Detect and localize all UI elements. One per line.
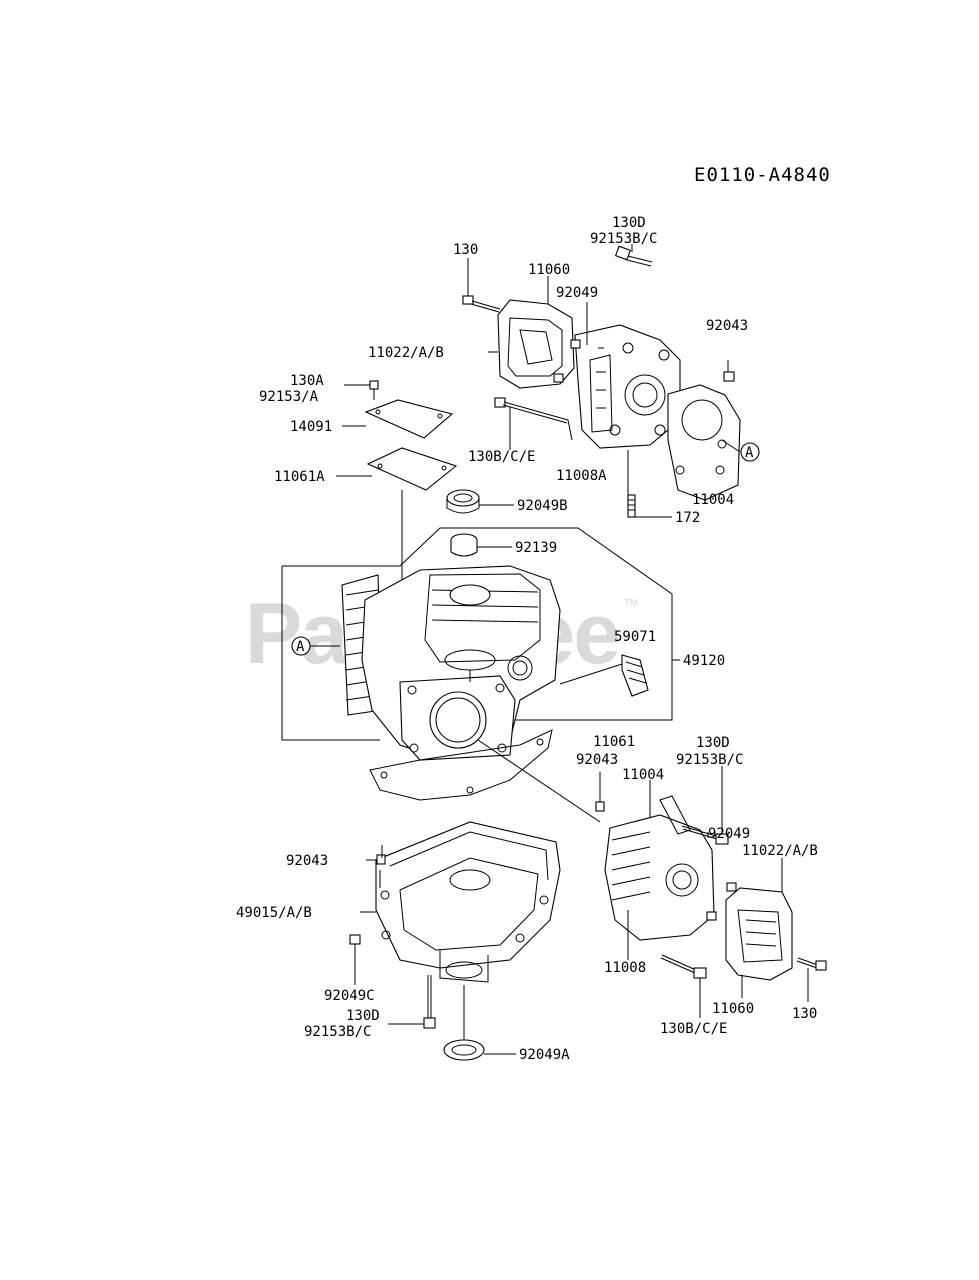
label-92153bc-case: 92153B/C (304, 1024, 371, 1040)
watermark-trademark: ™ (623, 597, 639, 614)
label-11061-bot: 11061 (593, 734, 635, 750)
bolt-130bce-bottom (660, 954, 707, 1018)
label-49015: 49015/A/B (236, 905, 312, 921)
cylinder-head-top (574, 302, 681, 449)
label-92153a: 92153/A (259, 389, 319, 405)
dowel-172 (627, 450, 672, 518)
gasket-11061a (336, 447, 458, 586)
label-92139: 92139 (515, 540, 557, 556)
label-11022-bot: 11022/A/B (742, 843, 818, 859)
label-14091: 14091 (290, 419, 332, 435)
head-cover-top (488, 276, 575, 389)
bolt-130d-bottom (681, 766, 729, 845)
label-11004-top: 11004 (692, 492, 734, 508)
bushing-92139 (450, 533, 512, 557)
callout-a-right: A (740, 442, 760, 462)
crankcase-block (341, 565, 649, 801)
label-130bce-bot: 130B/C/E (660, 1021, 727, 1037)
diagram-code: E0110-A4840 (694, 164, 831, 186)
label-11060-top: 11060 (528, 262, 570, 278)
head-cover-bottom (725, 858, 793, 998)
label-92049-top: 92049 (556, 285, 598, 301)
label-92043-top: 92043 (706, 318, 748, 334)
label-130bce-top: 130B/C/E (468, 449, 535, 465)
callout-a-left: A (291, 636, 340, 656)
label-11022-top: 11022/A/B (368, 345, 444, 361)
oil-pan (349, 821, 561, 1061)
label-130-top: 130 (453, 242, 478, 258)
label-11008-bot: 11008 (604, 960, 646, 976)
bolt-130-bottom (796, 957, 827, 1002)
label-49120: 49120 (683, 653, 725, 669)
label-11008a: 11008A (556, 468, 607, 484)
label-92153bc-bot: 92153B/C (676, 752, 743, 768)
label-130-bot: 130 (792, 1006, 817, 1022)
gasket-top (667, 360, 741, 501)
bolt-130d-top (614, 244, 653, 267)
svg-text:A: A (296, 639, 305, 655)
cover-plate-14091 (342, 399, 454, 439)
seal-92049b (446, 489, 514, 514)
label-11060-bot: 11060 (712, 1001, 754, 1017)
label-92153bc-top: 92153B/C (590, 231, 657, 247)
label-130d-bot: 130D (696, 735, 730, 751)
label-11004-bot: 11004 (622, 767, 664, 783)
label-11061a: 11061A (274, 469, 325, 485)
bracket-49120 (281, 527, 680, 741)
label-59071: 59071 (614, 629, 656, 645)
svg-text:A: A (745, 445, 754, 461)
label-92043-case: 92043 (286, 853, 328, 869)
label-172: 172 (675, 510, 700, 526)
label-130a: 130A (290, 373, 324, 389)
label-130d-case: 130D (346, 1008, 380, 1024)
bolt-130-top (462, 258, 501, 313)
label-92049a: 92049A (519, 1047, 570, 1063)
bolt-130bce-top (494, 397, 573, 450)
label-92049b: 92049B (517, 498, 568, 514)
label-92043-bot: 92043 (576, 752, 618, 768)
nut-92049-top (553, 339, 581, 383)
label-130d-top: 130D (612, 215, 646, 231)
bolt-130a (344, 380, 379, 400)
label-92049-bot: 92049 (708, 826, 750, 842)
cylinder-head-bottom (595, 772, 737, 960)
leader-block-to-head (477, 739, 601, 823)
label-92049c: 92049C (324, 988, 375, 1004)
